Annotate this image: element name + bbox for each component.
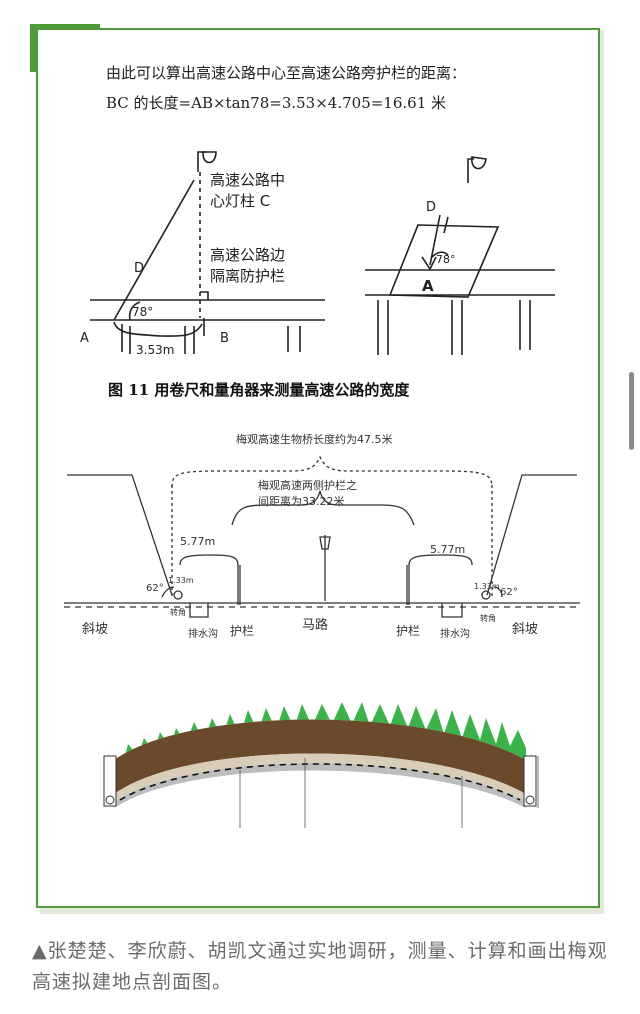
drain-right: 排水沟	[440, 627, 470, 640]
label-center-pole-2: 心灯柱 C	[210, 192, 270, 210]
gravel-layer	[114, 753, 526, 802]
right-width: 5.77m	[430, 543, 465, 556]
cross-section-sketch: 梅观高速生物桥长度约为47.5米 梅观高速两侧护栏之 间距离为33.22米 5.…	[64, 432, 580, 640]
measurement-sketch-left: 高速公路中 心灯柱 C 高速公路边 隔离防护栏 D 78° A B 3.53m	[80, 151, 325, 357]
left-drain-pipe	[105, 795, 115, 805]
guardrail-gap-2: 间距离为33.22米	[258, 494, 345, 508]
leader-lines	[239, 756, 539, 828]
formula-line: BC 的长度=AB×tan78=3.53×4.705=16.61 米	[106, 94, 447, 112]
grass	[114, 702, 526, 760]
right-small: 1.33m	[474, 582, 500, 591]
slope-left: 斜坡	[82, 622, 108, 637]
drain-pipe-path	[119, 763, 521, 801]
rail-left: 护栏	[230, 623, 254, 638]
label-d-2: D	[426, 200, 436, 215]
label-angle: 78°	[132, 305, 153, 319]
right-drain-box	[523, 755, 537, 807]
label-a-2: A	[422, 277, 434, 295]
bridge-length: 梅观高速生物桥长度约为47.5米	[236, 432, 393, 446]
label-distance: 3.53m	[136, 343, 174, 357]
guardrail-gap-1: 梅观高速两侧护栏之	[258, 478, 357, 492]
right-angle: 62°	[500, 587, 518, 598]
side-left: 转角	[170, 607, 186, 617]
membrane-layer	[114, 763, 526, 808]
figure-11-caption: 图 11 用卷尺和量角器来测量高速公路的宽度	[108, 381, 410, 399]
label-a: A	[80, 331, 89, 346]
drain-left: 排水沟	[188, 627, 218, 640]
left-width: 5.77m	[180, 535, 215, 548]
label-angle-2: 78°	[436, 253, 456, 266]
slope-right: 斜坡	[512, 622, 538, 637]
label-center-pole-1: 高速公路中	[210, 171, 285, 189]
label-guardrail-2: 隔离防护栏	[210, 267, 285, 285]
side-right: 转角	[480, 613, 496, 623]
right-drain-pipe	[525, 795, 535, 805]
soil-layer	[114, 719, 526, 794]
left-small: 1.33m	[168, 576, 194, 585]
photo-caption: ▲张楚楚、李欣蔚、胡凯文通过实地调研，测量、计算和画出梅观高速拟建地点剖面图。	[32, 940, 608, 993]
label-guardrail-1: 高速公路边	[210, 246, 285, 264]
rail-right: 护栏	[396, 623, 420, 638]
label-b: B	[220, 331, 229, 346]
left-angle: 62°	[146, 583, 164, 594]
road-label: 马路	[302, 617, 328, 633]
intro-line: 由此可以算出高速公路中心至高速公路旁护栏的距离：	[106, 64, 467, 82]
eco-bridge-illustration	[103, 702, 539, 828]
scrollbar-thumb[interactable]	[629, 372, 634, 450]
measurement-sketch-right: D 78° A	[365, 156, 555, 355]
left-drain-box	[103, 755, 117, 807]
label-d: D	[134, 261, 144, 276]
